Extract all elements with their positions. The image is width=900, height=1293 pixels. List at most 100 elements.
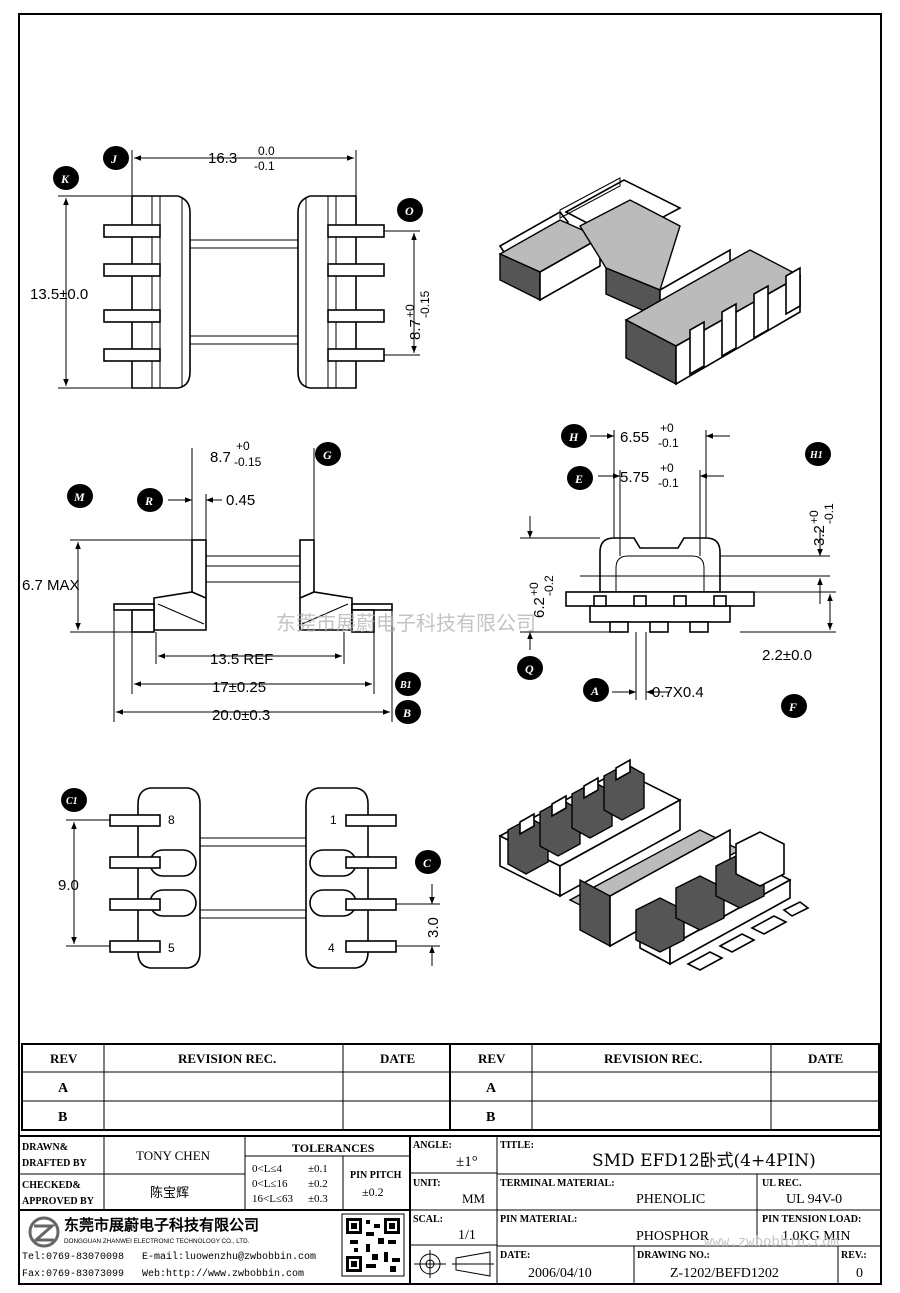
dim-ref-len: 13.5 REF <box>210 651 273 668</box>
dim-end-22: 2.2±0.0 <box>762 647 812 664</box>
dim-len-17: 17±0.25 <box>212 679 266 696</box>
tb-tol-range-3: 16<L≤63 <box>252 1193 293 1205</box>
tb-approved-label: APPROVED BY <box>22 1196 95 1207</box>
iso-view-bottom <box>498 758 810 971</box>
tb-tolerances-label: TOLERANCES <box>292 1141 375 1155</box>
label-c1: C1 <box>66 796 78 807</box>
watermark-web: www.zwbobbin.com <box>704 1234 839 1250</box>
dim-end-e: 5.75 <box>620 469 649 486</box>
label-o: O <box>405 204 414 218</box>
dim-len-20: 20.0±0.3 <box>212 707 270 724</box>
tb-tol-range-2: 0<L≤16 <box>252 1178 288 1190</box>
rev-header-date-1: DATE <box>380 1051 415 1066</box>
dim-side-pin-span: 8.7 <box>210 449 231 466</box>
dim-end-q-up: +0 <box>527 582 541 596</box>
rev-header-rev-1: REV <box>50 1051 78 1066</box>
tb-drawn-label: DRAWN& <box>22 1142 68 1153</box>
dim-bottom-90: 9.0 <box>58 877 79 894</box>
label-b: B <box>402 706 411 720</box>
label-e: E <box>574 472 583 486</box>
bottom-view <box>66 787 440 969</box>
side-view <box>70 448 393 722</box>
label-k: K <box>60 172 70 186</box>
dim-pin-thk: 0.45 <box>226 492 255 509</box>
tb-pin-material-label: PIN MATERIAL: <box>500 1214 577 1225</box>
tb-checked-value: 陈宝辉 <box>150 1185 189 1201</box>
pin-4: 4 <box>328 941 335 955</box>
dim-top-width-tol-dn: -0.1 <box>254 159 275 173</box>
tb-title-label: TITLE: <box>500 1140 534 1151</box>
label-j: J <box>110 152 118 166</box>
dim-pin-span: 8.7 <box>407 319 424 340</box>
tb-tel: Tel:0769-83070098 <box>22 1251 124 1263</box>
title-block <box>18 1135 882 1285</box>
tb-checked-label: CHECKED& <box>22 1180 81 1191</box>
label-h1: H1 <box>809 450 823 461</box>
label-a: A <box>590 684 599 698</box>
tb-scale-label: SCAL: <box>413 1214 443 1225</box>
tb-web: Web:http://www.zwbobbin.com <box>142 1268 304 1280</box>
tb-company-cn: 东莞市展蔚电子科技有限公司 <box>64 1216 259 1234</box>
iso-view-top <box>498 177 802 386</box>
tb-tol-range-1: 0<L≤4 <box>252 1163 282 1175</box>
pin-5: 5 <box>168 941 175 955</box>
rev-header-rec-2: REVISION REC. <box>604 1051 702 1066</box>
label-g: G <box>323 448 332 462</box>
tb-drawn-value: TONY CHEN <box>136 1148 211 1163</box>
tb-rev-label: REV.: <box>841 1250 867 1261</box>
tb-tension-value: 1.0KG MIN <box>782 1229 850 1244</box>
rev-row-a-right: A <box>486 1081 497 1096</box>
tb-angle-value: ±1° <box>456 1154 478 1170</box>
label-m: M <box>73 490 85 504</box>
tb-drawing-value: Z-1202/BEFD1202 <box>670 1266 779 1281</box>
label-r: R <box>144 494 153 508</box>
tb-tol-value-3: ±0.3 <box>308 1193 328 1205</box>
dim-end-q: 6.2 <box>531 597 548 618</box>
dim-pin-span-tol-up: +0 <box>403 304 417 318</box>
label-c: C <box>423 856 432 870</box>
tb-drawing-label: DRAWING NO.: <box>637 1250 710 1261</box>
pin-8: 8 <box>168 813 175 827</box>
tb-terminal-value: PHENOLIC <box>636 1192 705 1207</box>
tb-pin-pitch-label: PIN PITCH <box>350 1170 402 1181</box>
pin-1: 1 <box>330 813 337 827</box>
label-f: F <box>788 700 797 714</box>
tb-company-en: DONGGUAN ZHANWEI ELECTRONIC TECHNOLOGY C… <box>64 1238 250 1245</box>
tb-unit-value: MM <box>462 1191 486 1206</box>
revision-table <box>21 1043 880 1131</box>
rev-header-rec-1: REVISION REC. <box>178 1051 276 1066</box>
dim-top-width-tol-up: 0.0 <box>258 144 275 158</box>
dim-end-h1: 3.2 <box>811 525 828 546</box>
tb-tension-label: PIN TENSION LOAD: <box>762 1214 861 1225</box>
watermark-company: 东莞市展蔚电子科技有限公司 <box>276 611 536 635</box>
dim-end-e-dn: -0.1 <box>658 476 679 490</box>
label-q: Q <box>525 662 534 676</box>
dim-end-pin: 0.7X0.4 <box>652 684 704 701</box>
tb-tol-value-1: ±0.1 <box>308 1163 328 1175</box>
dim-end-e-up: +0 <box>660 461 674 475</box>
tb-date-label: DATE: <box>500 1250 530 1261</box>
dim-end-h1-dn: -0.1 <box>822 503 836 524</box>
dim-height-max: 6.7 MAX <box>22 577 80 594</box>
tb-fax: Fax:0769-83073099 <box>22 1269 124 1280</box>
tb-scale-value: 1/1 <box>458 1228 476 1243</box>
rev-header-date-2: DATE <box>808 1051 843 1066</box>
top-view <box>58 150 420 389</box>
dim-top-width: 16.3 <box>208 150 237 167</box>
rev-row-a-left: A <box>58 1081 69 1096</box>
label-h: H <box>568 430 579 444</box>
dim-pin-span-tol-dn: -0.15 <box>418 290 432 318</box>
tb-title-value: SMD EFD12卧式(4+4PIN) <box>592 1151 816 1171</box>
dim-top-height: 13.5±0.0 <box>30 286 88 303</box>
tb-terminal-label: TERMINAL MATERIAL: <box>500 1178 615 1189</box>
tb-drafted-label: DRAFTED BY <box>22 1158 88 1169</box>
dim-side-pin-span-tol-dn: -0.15 <box>234 455 262 469</box>
tb-email: E-mail:luowenzhu@zwbobbin.com <box>142 1251 316 1263</box>
dim-end-h-up: +0 <box>660 421 674 435</box>
dim-end-h1-up: +0 <box>807 510 821 524</box>
dim-end-h: 6.55 <box>620 429 649 446</box>
rev-row-b-right: B <box>486 1110 495 1125</box>
end-view <box>520 430 836 700</box>
dim-side-pin-span-tol-up: +0 <box>236 439 250 453</box>
